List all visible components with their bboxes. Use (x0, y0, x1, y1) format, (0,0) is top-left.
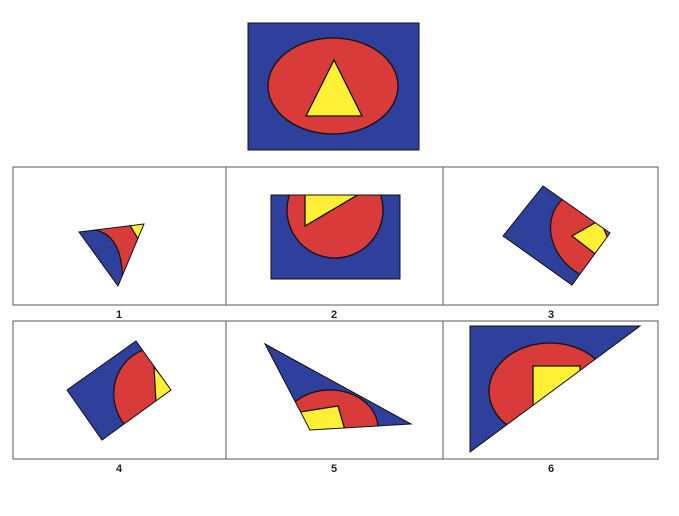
option-3-label: 3 (548, 309, 554, 321)
options-row-top (12, 166, 659, 306)
option-3-piece[interactable] (502, 169, 668, 301)
option-2-piece[interactable] (270, 162, 401, 280)
reference-triangle (304, 58, 364, 117)
option-labels: 1 2 3 4 5 6 (116, 309, 554, 475)
reference-picture (247, 22, 420, 151)
option-1-label: 1 (116, 309, 122, 321)
option-5-piece[interactable] (263, 342, 413, 466)
option-5-label: 5 (331, 463, 337, 475)
option-1-piece[interactable] (78, 214, 160, 292)
option-2-label: 2 (331, 309, 337, 321)
options-row-bottom (12, 320, 659, 460)
options-grid (12, 166, 659, 460)
option-4-label: 4 (116, 463, 123, 475)
option-6-label: 6 (548, 463, 554, 475)
option-6-piece[interactable] (469, 325, 642, 453)
option-4-piece[interactable] (66, 334, 220, 456)
